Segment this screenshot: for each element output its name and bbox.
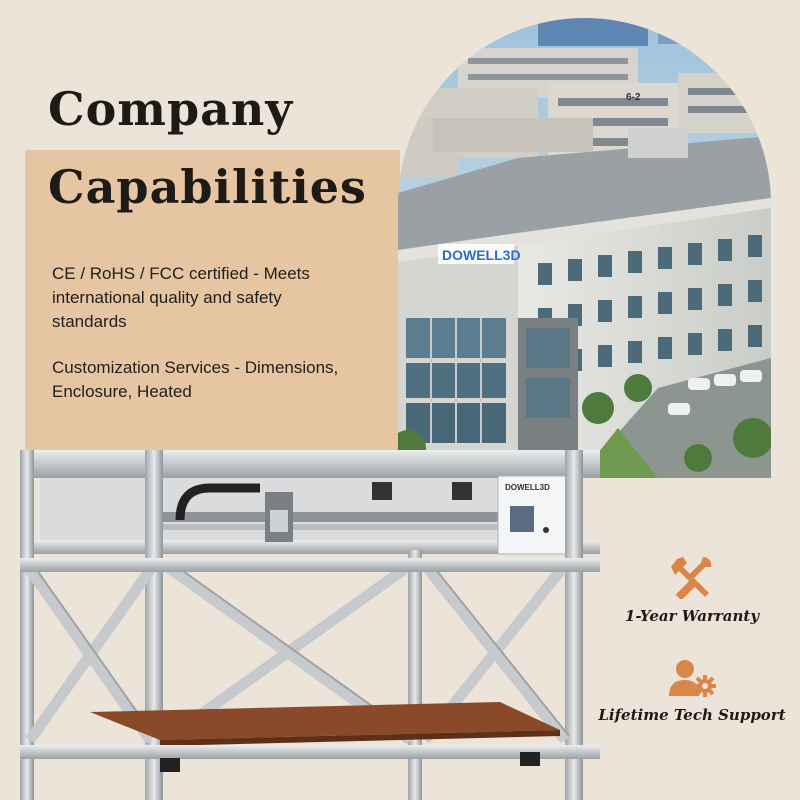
printer-brand-label: DOWELL3D [505,483,550,492]
factory-photo: DOWELL3D 6-2 [398,18,771,478]
tools-icon [592,553,792,599]
tech-support-label: Lifetime Tech Support [598,706,786,724]
user-gear-icon [592,658,792,698]
warranty-badge: 1-Year Warranty [592,553,792,625]
tech-support-badge: Lifetime Tech Support [592,658,792,724]
warranty-label: 1-Year Warranty [624,607,760,625]
printer-illustration: DOWELL3D [20,450,600,800]
feature-certification: CE / RoHS / FCC certified - Meets intern… [52,264,310,331]
tan-panel [25,150,400,455]
title-line-1: Company [48,82,294,136]
building-brand-sign: DOWELL3D [442,247,521,263]
title-line-2: Capabilities [48,160,367,214]
feature-list: CE / RoHS / FCC certified - Meets intern… [52,262,352,426]
building-number: 6-2 [626,92,641,103]
page-title: Company Capabilities [48,70,367,226]
feature-customization: Customization Services - Dimensions, Enc… [52,358,339,401]
